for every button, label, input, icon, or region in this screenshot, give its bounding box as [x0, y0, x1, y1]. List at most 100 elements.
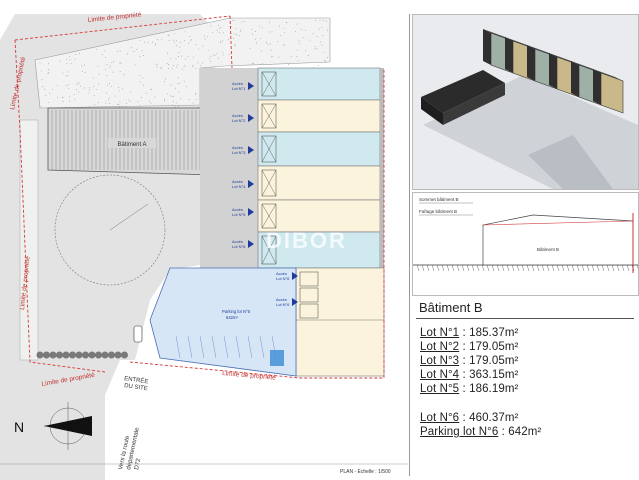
- lot-1-area: Lot N°1 : 185.37m²: [420, 327, 519, 339]
- loading-door-4: [261, 169, 277, 197]
- north-arrow-icon: [44, 402, 92, 450]
- access-arrow-icon: [248, 146, 254, 154]
- legend-title: Bâtiment B: [419, 300, 483, 315]
- tree-icon: [69, 351, 76, 359]
- entry-label-line1: ENTRÉE: [124, 375, 149, 385]
- lot-6-area: Lot N°6 : 460.37m²: [420, 412, 519, 424]
- parking-lot-6-area: Parking lot N°6 : 642m²: [420, 426, 542, 438]
- section-label-ridge: Faîtage bâtiment B: [419, 209, 457, 214]
- vegetation-area-top: [34, 17, 331, 109]
- loading-door-5: [261, 203, 277, 229]
- building-a-label: Bâtiment A: [117, 142, 146, 148]
- lot-5-area: Lot N°5 : 186.19m²: [420, 383, 519, 395]
- lot-2: [257, 99, 381, 133]
- turning-circle: [54, 174, 166, 286]
- lot-5: [257, 199, 381, 233]
- lot-3: [257, 131, 381, 167]
- loading-door-2: [261, 103, 277, 129]
- 3d-building-b: [483, 29, 624, 114]
- 3d-unit-6: [600, 72, 624, 114]
- loading-door-1: [261, 71, 277, 97]
- parking-lot-6: [149, 267, 297, 377]
- access-label: Accès: [232, 239, 243, 244]
- parking-highlight: [270, 350, 284, 366]
- section-building-b: [482, 214, 634, 266]
- access-label-lot: Lot N°2: [232, 118, 246, 123]
- lot-4: [257, 165, 381, 201]
- access-arrow-icon: [248, 82, 254, 90]
- property-boundary: [14, 15, 385, 379]
- lot6-door-1: [299, 271, 319, 287]
- lot-6: [257, 231, 381, 269]
- loading-door-3: [261, 135, 277, 163]
- legend-rule: [416, 318, 634, 319]
- access-lane: [200, 68, 258, 268]
- section-label-top: Sommet bâtiment B: [419, 197, 459, 202]
- tree-icon: [88, 351, 96, 359]
- lot-6-zone: [295, 267, 385, 377]
- tree-icon: [121, 351, 128, 359]
- site-plan: Bâtiment A Parking lot N°6 642m² AccèsLo…: [0, 11, 408, 480]
- tree-icon: [108, 351, 115, 359]
- tree-icon: [62, 351, 70, 359]
- boundary-label-bottom: Limite de propriété: [222, 370, 277, 382]
- tree-icon: [101, 351, 109, 359]
- access-label: Accès: [276, 297, 287, 302]
- access-arrow-icon: [292, 272, 298, 280]
- building-a: Bâtiment A: [47, 107, 216, 176]
- access-label-lot: Lot N°5: [232, 212, 246, 217]
- access-label: Accès: [232, 81, 243, 86]
- access-label-lot: Lot N°6: [232, 244, 246, 249]
- access-arrow-icon: [248, 240, 254, 248]
- access-arrow-icon: [248, 180, 254, 188]
- access-arrow-icon: [248, 114, 254, 122]
- access-label: Accès: [232, 145, 243, 150]
- north-label: N: [14, 419, 24, 435]
- access-label: Accès: [232, 179, 243, 184]
- 3d-building-a: [421, 70, 505, 113]
- lot-area-legend: Bâtiment B Lot N°1 : 185.37m² Lot N°2 : …: [412, 298, 637, 478]
- vegetation-stipple: [39, 19, 328, 109]
- 3d-road: [528, 135, 613, 189]
- access-arrow-icon: [248, 208, 254, 216]
- access-label-lot: Lot N°4: [232, 184, 246, 189]
- tree-icon: [82, 351, 89, 359]
- tree-icon: [75, 351, 83, 359]
- panel-divider: [409, 14, 410, 476]
- lot-1: [257, 67, 381, 101]
- access-label-lot: Lot N°3: [232, 150, 246, 155]
- loading-door-6: [261, 235, 277, 265]
- access-label: Accès: [232, 113, 243, 118]
- tree-icon: [36, 351, 44, 359]
- tree-icon: [56, 351, 63, 359]
- access-label-lot: Lot N°6: [276, 302, 290, 307]
- lot-3-area: Lot N°3 : 179.05m²: [420, 355, 519, 367]
- lot6-door-2: [299, 287, 319, 303]
- tree-icon: [95, 351, 102, 359]
- watermark: DIBOR: [266, 228, 347, 253]
- building-b-wall: [380, 68, 384, 268]
- lot6-door-3: [299, 303, 319, 319]
- panel-3d-view: [412, 14, 639, 190]
- panel-section-view: Sommet bâtiment B Faîtage bâtiment B Bât…: [412, 192, 639, 296]
- building-b-lots: [257, 67, 384, 269]
- tree-row: [36, 351, 128, 359]
- tree-icon: [49, 351, 57, 359]
- parking-label-line1: Parking lot N°6: [222, 309, 251, 314]
- access-label: Accès: [276, 271, 287, 276]
- access-label-lot: Lot N°6: [276, 276, 290, 281]
- access-label: Accès: [232, 207, 243, 212]
- section-building-label: Bâtiment B: [537, 247, 559, 252]
- tree-icon: [43, 351, 50, 359]
- access-arrow-icon: [292, 298, 298, 306]
- left-green-strip: [19, 119, 39, 361]
- parking-label-line2: 642m²: [226, 315, 238, 320]
- plan-scale-footer: PLAN - Echelle : 1/500: [340, 469, 391, 475]
- entry-label-line2: DU SITE: [124, 383, 148, 392]
- lot-4-area: Lot N°4 : 363.15m²: [420, 369, 519, 381]
- car-icon: [133, 325, 143, 343]
- access-label-lot: Lot N°1: [232, 86, 246, 91]
- tree-icon: [114, 351, 122, 359]
- lot-2-area: Lot N°2 : 179.05m²: [420, 341, 519, 353]
